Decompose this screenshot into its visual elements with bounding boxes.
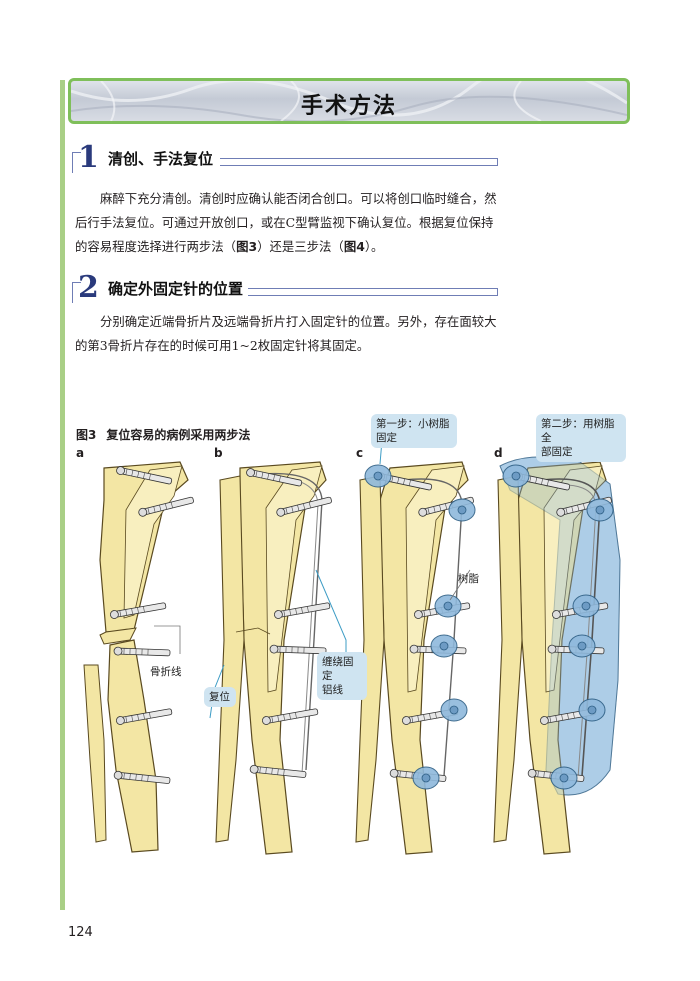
section-1-heading: 1 清创、手法复位 [72,140,498,178]
panel-letter-d: d [494,446,503,460]
section-2-heading: 2 确定外固定针的位置 [72,270,498,308]
figure-caption: 图3 复位容易的病例采用两步法 [76,426,250,443]
heading-rule [248,288,498,296]
section-number: 2 [78,270,99,305]
callout-step-2: 第二步：用树脂全 部固定 [536,414,626,462]
callout-step-1: 第一步：小树脂 固定 [371,414,457,448]
page-title: 手术方法 [300,94,397,119]
heading-hook [72,152,81,173]
heading-rule [220,158,498,166]
panel-letter-a: a [76,446,85,460]
section-2-paragraph: 分别确定近端骨折片及远端骨折片打入固定针的位置。另外，存在面较大的第3骨折片存在… [75,314,497,353]
panel-letter-c: c [356,446,364,460]
panel-d-drawing [493,440,621,855]
page-side-bar [60,80,65,910]
panel-b-drawing [209,461,347,855]
panel-a-drawing [83,461,195,853]
panel-c-drawing [355,440,476,855]
figure-number: 图3 [76,428,97,442]
callout-wire: 缠绕固定 铝线 [317,652,367,700]
heading-hook [72,282,81,303]
panel-letter-b: b [214,446,223,460]
label-resin: 树脂 [458,573,479,585]
section-title: 确定外固定针的位置 [108,280,244,298]
marble-texture [71,81,627,121]
page-number: 124 [68,925,93,940]
callout-reduction: 复位 [204,687,236,707]
fracture-fixation-illustration [83,440,621,855]
title-banner: 手术方法 [68,78,630,124]
figure-caption-text: 复位容易的病例采用两步法 [106,428,251,442]
section-number: 1 [78,140,99,175]
section-1-paragraph: 麻醉下充分清创。清创时应确认能否闭合创口。可以将创口临时缝合，然后行手法复位。可… [75,191,497,254]
section-title: 清创、手法复位 [108,150,214,168]
label-fracture-line: 骨折线 [150,666,182,678]
